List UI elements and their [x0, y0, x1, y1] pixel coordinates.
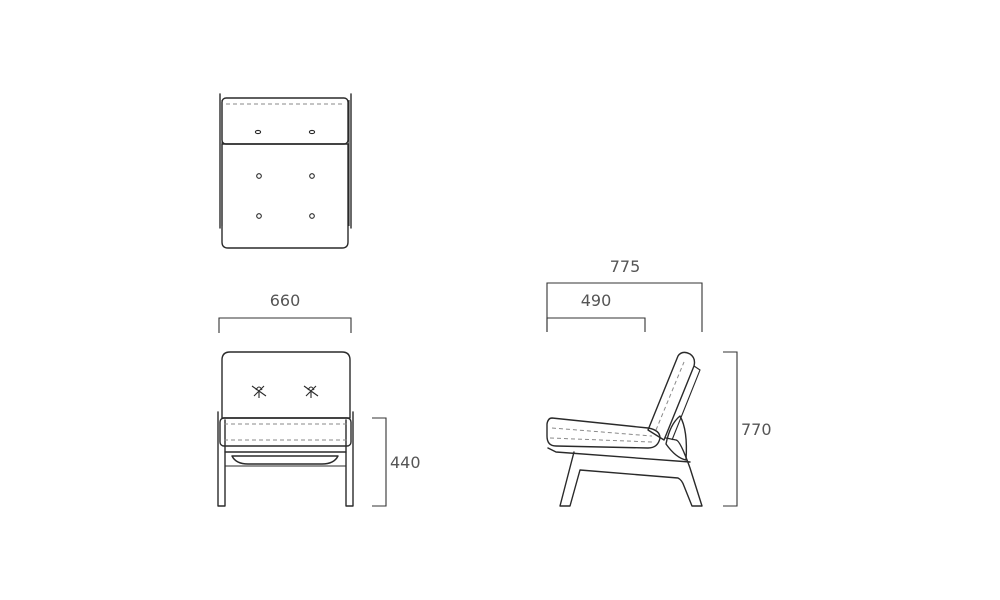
back-tuft-icon: [308, 129, 316, 135]
front-view: [217, 351, 354, 507]
front-view-back-cushion: [221, 351, 351, 419]
dimension-seat-height: 440: [372, 417, 421, 507]
front-view-seat-cushion: [219, 417, 352, 447]
seat-button-icon: [309, 173, 315, 179]
seat-height-label: 440: [390, 453, 421, 472]
seat-button-icon: [256, 173, 262, 179]
dimension-side-depth-seat: 490: [546, 291, 646, 332]
side-view-frame: [559, 437, 703, 507]
tie-button-icon: [303, 385, 319, 398]
depth-overall-label: 775: [610, 257, 641, 276]
seat-button-icon: [256, 213, 262, 219]
dimension-front-width: 660: [218, 291, 352, 333]
side-view-back-cushion: [647, 351, 696, 441]
back-tuft-icon: [254, 129, 262, 135]
front-view-right-frame: [345, 411, 354, 507]
dimension-side-depth-overall: 775: [546, 257, 703, 332]
side-view-seat-cushion: [546, 417, 661, 449]
tie-button-icon: [251, 385, 267, 398]
top-view-seat-cushion: [221, 143, 349, 249]
seat-button-icon: [309, 213, 315, 219]
front-width-label: 660: [270, 291, 301, 310]
dimension-side-height: 770: [723, 351, 772, 507]
top-view: [219, 93, 352, 249]
depth-seat-label: 490: [581, 291, 612, 310]
top-view-back-cushion: [221, 97, 349, 145]
side-view-arm-cutout: [665, 415, 688, 461]
front-view-left-frame: [217, 411, 226, 507]
side-height-label: 770: [741, 420, 772, 439]
front-view-seat-support: [231, 455, 339, 465]
side-view: [546, 351, 703, 507]
